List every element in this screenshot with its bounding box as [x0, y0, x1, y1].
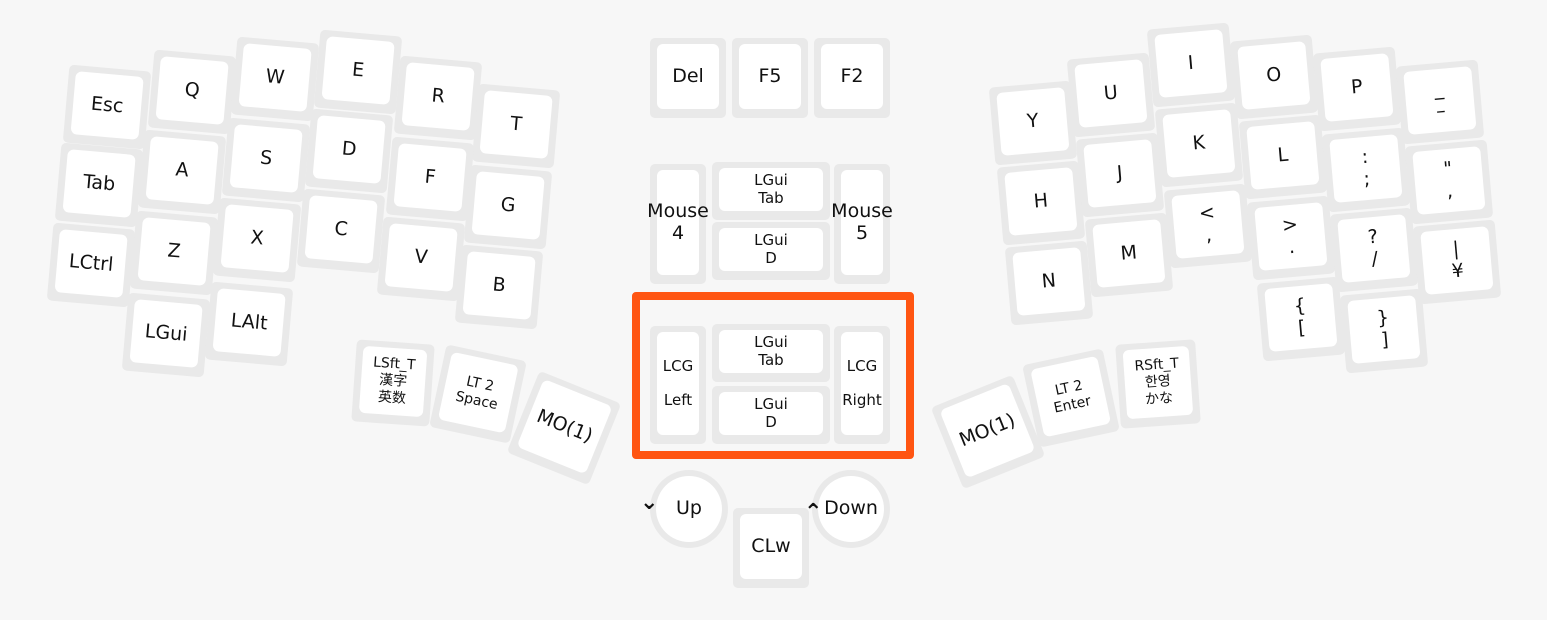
key-l[interactable]: L	[1238, 114, 1328, 200]
key-f[interactable]: F	[385, 136, 475, 222]
key-o[interactable]: O	[1229, 34, 1319, 120]
key-f5[interactable]: F5	[732, 38, 808, 118]
key-h[interactable]: H	[996, 160, 1086, 246]
key-tab[interactable]: Tab	[54, 142, 144, 228]
key-m[interactable]: M	[1084, 212, 1174, 298]
key-g[interactable]: G	[463, 164, 553, 250]
key-a[interactable]: A	[137, 129, 227, 215]
key-lgui-d-bottom[interactable]: LGui D	[712, 386, 830, 444]
key-r[interactable]: R	[393, 55, 483, 141]
key-lctrl[interactable]: LCtrl	[46, 222, 136, 308]
chevron-down-icon: ⌄	[640, 490, 659, 515]
key-period[interactable]: > .	[1246, 195, 1336, 281]
key-mo1-left[interactable]: MO(1)	[506, 370, 622, 486]
key-lt2-space[interactable]: LT 2 Space	[429, 344, 527, 444]
key-minus[interactable]: _ –	[1395, 59, 1485, 145]
key-u[interactable]: U	[1066, 52, 1156, 138]
key-w[interactable]: W	[230, 36, 320, 122]
key-x[interactable]: X	[212, 197, 302, 283]
key-q[interactable]: Q	[147, 49, 237, 135]
key-colon[interactable]: : ;	[1321, 127, 1411, 213]
key-lt2-enter[interactable]: LT 2 Enter	[1022, 348, 1120, 448]
key-mouse5[interactable]: Mouse 5	[831, 164, 893, 284]
key-quote[interactable]: " ,	[1404, 139, 1494, 225]
key-k[interactable]: K	[1154, 102, 1244, 188]
key-v[interactable]: V	[376, 216, 466, 302]
key-b[interactable]: B	[454, 244, 544, 330]
key-del[interactable]: Del	[650, 38, 726, 118]
key-yen[interactable]: | ¥	[1412, 219, 1502, 305]
key-y[interactable]: Y	[988, 80, 1078, 166]
key-f2[interactable]: F2	[814, 38, 890, 118]
key-lcg-right[interactable]: LCG Right	[834, 326, 890, 444]
highlight-box	[632, 292, 914, 459]
key-e[interactable]: E	[313, 29, 403, 115]
key-lcg-left[interactable]: LCG Left	[650, 326, 706, 444]
key-d[interactable]: D	[304, 108, 394, 194]
key-lgui-tab-bottom[interactable]: LGui Tab	[712, 324, 830, 382]
key-rbrace[interactable]: } ]	[1339, 288, 1429, 374]
key-lalt[interactable]: LAlt	[204, 281, 294, 367]
key-p[interactable]: P	[1312, 46, 1402, 132]
key-i[interactable]: I	[1146, 22, 1236, 108]
encoder-up[interactable]: Up	[650, 470, 728, 548]
key-mouse4[interactable]: Mouse 4	[647, 164, 709, 284]
key-n[interactable]: N	[1004, 240, 1094, 326]
key-clw[interactable]: CLw	[733, 508, 809, 588]
key-esc[interactable]: Esc	[62, 64, 152, 150]
key-comma[interactable]: < ,	[1163, 183, 1253, 269]
key-rsft-t[interactable]: RSft_T 한영 かな	[1115, 339, 1201, 429]
encoder-down[interactable]: Down	[812, 470, 890, 548]
key-lsft-t[interactable]: LSft_T 漢字 英数	[351, 339, 435, 427]
key-lgui[interactable]: LGui	[121, 292, 211, 378]
key-s[interactable]: S	[221, 117, 311, 203]
key-lgui-tab-top[interactable]: LGui Tab	[712, 162, 830, 220]
key-lbrace[interactable]: { [	[1256, 276, 1346, 362]
key-c[interactable]: C	[296, 188, 386, 274]
key-lgui-d-top[interactable]: LGui D	[712, 222, 830, 280]
key-j[interactable]: J	[1075, 132, 1165, 218]
key-z[interactable]: Z	[129, 210, 219, 296]
key-t[interactable]: T	[471, 83, 561, 169]
key-slash[interactable]: ? /	[1329, 207, 1419, 293]
